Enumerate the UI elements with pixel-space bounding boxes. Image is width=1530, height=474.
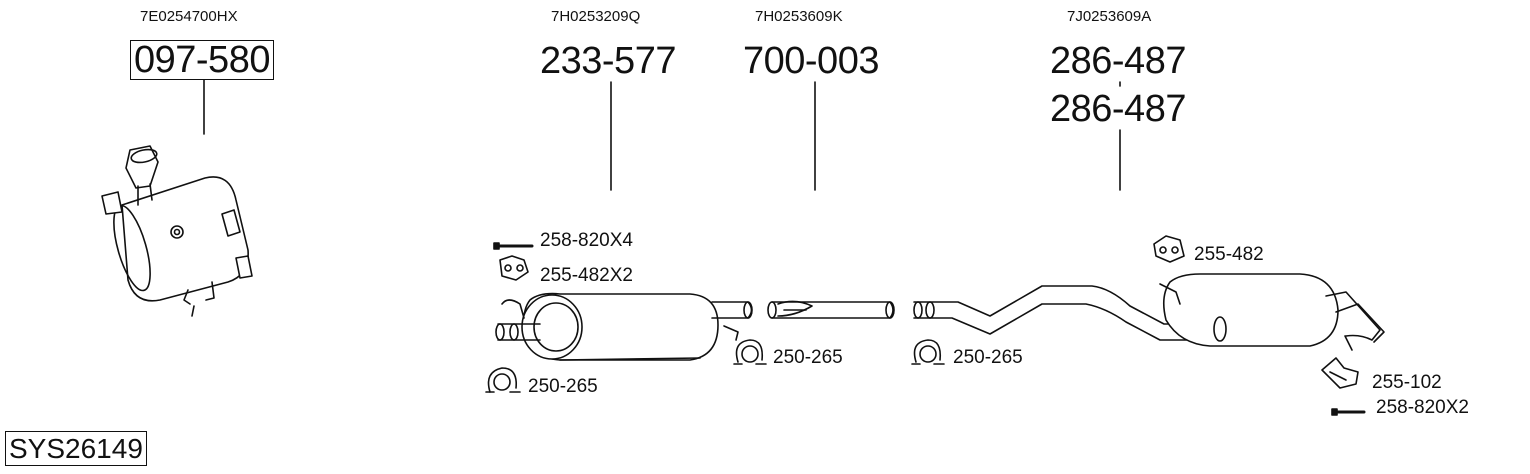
clamp-front-label[interactable]: 250-265 (528, 376, 598, 397)
front-muffler-part (495, 292, 753, 361)
clamp-front-icon (485, 367, 521, 393)
section-4-ref: 7J0253609A (1067, 8, 1152, 25)
bracket-rear-label[interactable]: 255-102 (1372, 372, 1442, 393)
bolt-rear-label[interactable]: 258-820X2 (1376, 397, 1469, 418)
section-4-part-number[interactable]: 286-487 (1050, 40, 1186, 82)
section-3-part-number[interactable]: 700-003 (743, 40, 879, 82)
system-id: SYS26149 (5, 431, 147, 466)
rear-muffler-part (913, 273, 1385, 351)
section-2-ref: 7H0253209Q (551, 8, 641, 25)
hanger-rear-icon (1153, 235, 1185, 263)
bolt-front-label[interactable]: 258-820X4 (540, 230, 633, 251)
bolt-rear-icon (1331, 408, 1366, 416)
clamp-mid1-icon (733, 339, 767, 365)
catalyst-part (101, 145, 253, 317)
section-4-part-number-alt[interactable]: 286-487 (1050, 88, 1186, 130)
bolt-front-icon (493, 242, 534, 250)
hanger-front-label[interactable]: 255-482X2 (540, 265, 633, 286)
hanger-rear-label[interactable]: 255-482 (1194, 244, 1264, 265)
bracket-rear-icon (1321, 357, 1359, 389)
section-1-ref: 7E0254700HX (140, 8, 238, 25)
section-1-part-number[interactable]: 097-580 (130, 40, 274, 80)
section-3-ref: 7H0253609K (755, 8, 843, 25)
clamp-mid2-icon (911, 339, 945, 365)
middle-pipe-part (767, 300, 895, 319)
section-2-part-number[interactable]: 233-577 (540, 40, 676, 82)
clamp-mid2-label[interactable]: 250-265 (953, 347, 1023, 368)
hanger-front-icon (499, 255, 529, 281)
clamp-mid1-label[interactable]: 250-265 (773, 347, 843, 368)
